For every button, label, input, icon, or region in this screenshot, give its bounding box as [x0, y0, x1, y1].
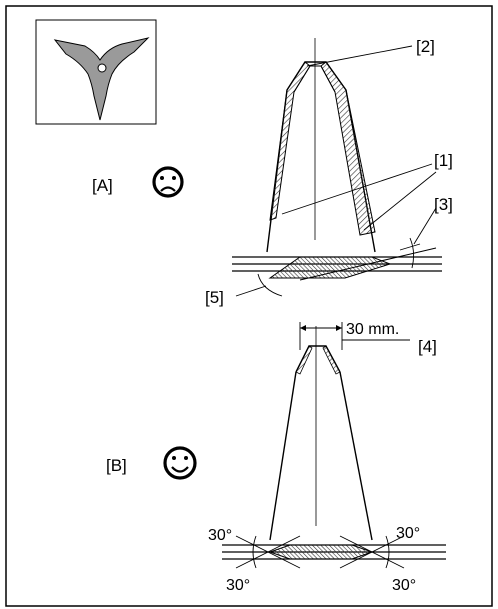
- diagram-b: [222, 322, 446, 569]
- angle-bottom-left: 30°: [226, 577, 250, 594]
- label-2: [2]: [416, 37, 435, 56]
- angle-top-right: 30°: [396, 525, 420, 542]
- blade-thumbnail: [35, 19, 157, 125]
- label-a: [A]: [92, 176, 113, 195]
- label-b: [B]: [106, 456, 127, 475]
- happy-face-icon: [163, 446, 197, 480]
- three-prong-blade-icon: [53, 37, 150, 121]
- sad-face-icon: [152, 166, 184, 198]
- angle-top-left: 30°: [208, 527, 232, 544]
- label-1: [1]: [434, 151, 453, 170]
- label-4: [4]: [418, 337, 437, 356]
- diagram-a: [232, 38, 442, 297]
- dimension-label: 30 mm.: [346, 321, 399, 338]
- outer-frame: [5, 5, 493, 607]
- label-5: [5]: [205, 288, 224, 307]
- angle-bottom-right: 30°: [392, 577, 416, 594]
- label-3: [3]: [434, 195, 453, 214]
